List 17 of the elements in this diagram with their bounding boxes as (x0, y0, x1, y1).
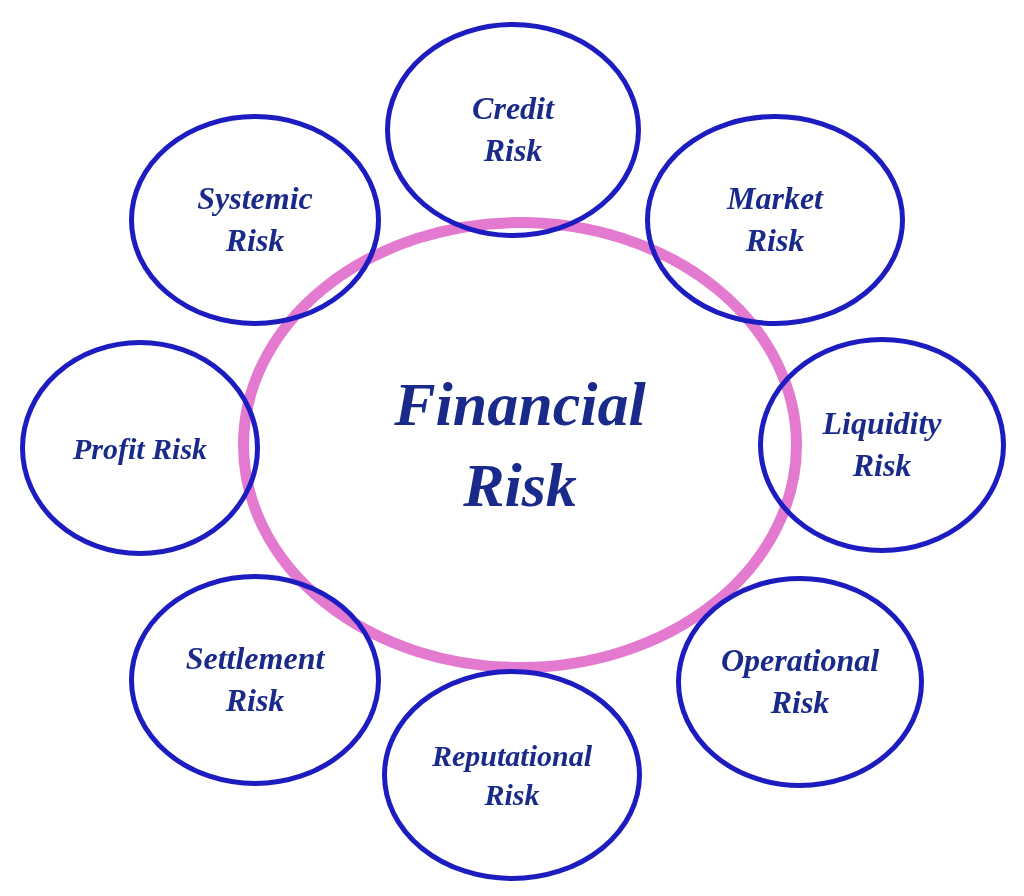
circle-label: Market Risk (727, 179, 823, 260)
circle-label: Liquidity Risk (822, 404, 942, 485)
risk-circle (676, 576, 924, 788)
risk-circle (758, 337, 1006, 553)
circle-label: Reputational Risk (431, 738, 592, 813)
circle-label: Profit Risk (72, 430, 208, 467)
risk-circle (645, 114, 905, 326)
risk-circle (129, 574, 381, 786)
center-label: Financial Risk (394, 369, 646, 521)
risk-circle (20, 340, 260, 556)
circle-label: Credit Risk (472, 89, 554, 170)
risk-circle (385, 22, 641, 238)
circle-label: Settlement Risk (185, 639, 325, 720)
risk-circle (382, 669, 642, 881)
circle-label: Systemic Risk (197, 179, 313, 260)
risk-circle (129, 114, 381, 326)
circle-label: Operational Risk (720, 641, 880, 722)
